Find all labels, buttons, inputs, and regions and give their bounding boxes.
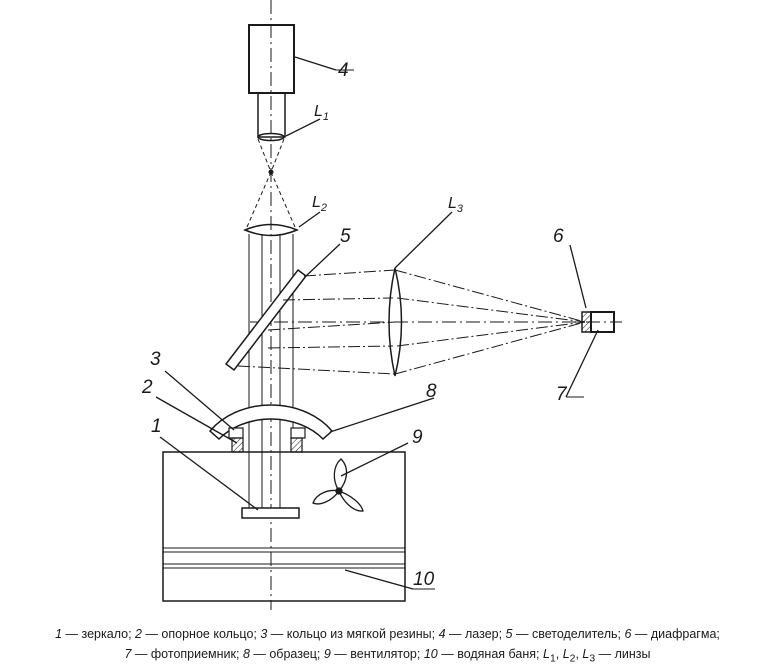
mirror xyxy=(241,507,300,519)
label-6: 6 xyxy=(553,226,564,247)
label-4: 4 xyxy=(338,60,349,81)
soft-rubber-ring-right xyxy=(290,427,306,439)
label-5: 5 xyxy=(340,226,351,247)
label-lens-l3: L3 xyxy=(448,195,464,215)
support-ring-left xyxy=(231,437,244,453)
optical-setup-diagram: 4 5 6 7 3 2 8 1 9 10 L1 L2 L3 xyxy=(141,0,622,610)
lens-l1 xyxy=(257,132,285,142)
label-lens-l1: L1 xyxy=(314,103,329,123)
label-lens-l2: L2 xyxy=(312,194,327,214)
fan xyxy=(312,458,364,512)
diaphragm xyxy=(581,311,592,333)
label-10: 10 xyxy=(413,569,435,590)
water-bath xyxy=(162,451,406,602)
caption-line-2: 7 — фотоприемник; 8 — образец; 9 — венти… xyxy=(124,647,651,665)
label-3: 3 xyxy=(150,349,161,370)
laser-tube xyxy=(257,92,286,138)
label-8: 8 xyxy=(426,381,437,402)
label-2: 2 xyxy=(141,377,153,398)
lens-l2 xyxy=(243,223,299,237)
label-1: 1 xyxy=(151,416,162,437)
beam-splitter xyxy=(224,268,308,372)
focal-point xyxy=(268,169,274,175)
caption-line-1: 1 — зеркало; 2 — опорное кольцо; 3 — кол… xyxy=(55,627,720,641)
photodetector xyxy=(590,311,615,333)
soft-rubber-ring-left xyxy=(228,427,244,439)
support-ring-right xyxy=(290,437,303,453)
lens-l3 xyxy=(388,267,403,377)
figure-caption: 1 — зеркало; 2 — опорное кольцо; 3 — кол… xyxy=(0,624,775,670)
label-9: 9 xyxy=(412,427,423,448)
label-7: 7 xyxy=(556,384,568,405)
